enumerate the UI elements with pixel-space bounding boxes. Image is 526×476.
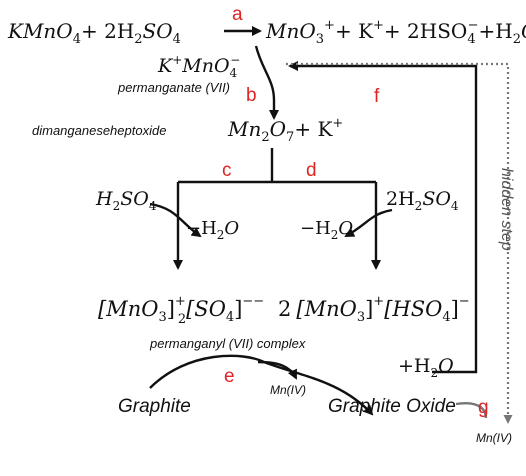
arrow-f xyxy=(288,61,478,374)
eq-reactants: KMnO4+ 2H2SO4 xyxy=(7,19,181,47)
step-c-label: c xyxy=(222,160,232,181)
kmno4-intermediate: K+MnO4− xyxy=(157,53,240,80)
hidden-step-label: hidden step xyxy=(498,168,515,251)
step-g-label: g xyxy=(478,397,489,418)
complex-left: [MnO3]+2[SO4]−− xyxy=(98,294,264,327)
permanganate-label: permanganate (VII) xyxy=(117,80,230,95)
mn-iv-mid-label: Mn(IV) xyxy=(270,383,306,397)
curve-left-arrow xyxy=(149,202,202,238)
mn-iv-branch-arrow xyxy=(257,360,298,380)
mn-iv-bottom-label: Mn(IV) xyxy=(476,431,512,445)
dimanganese-label: dimanganeseheptoxide xyxy=(32,123,166,138)
eq-products: MnO3++ K++ 2HSO4−+H2O xyxy=(265,18,526,47)
step-d-label: d xyxy=(306,160,317,181)
h2so4-text: + 2H xyxy=(81,19,134,43)
mn2o7-formula: Mn2O7+ K+ xyxy=(227,116,343,145)
graphite-label: Graphite xyxy=(118,396,191,417)
plus-h2o-bottom: +H2O xyxy=(398,355,454,380)
minus-h2o-right: −H2O xyxy=(300,218,353,242)
complex-right: 2[MnO3]+[HSO4]− xyxy=(278,294,470,325)
hidden-step-line xyxy=(286,62,513,424)
h2so4-right: 2H2SO4 xyxy=(386,188,459,213)
permanganyl-label: permanganyl (VII) complex xyxy=(149,336,306,351)
arrow-g xyxy=(455,402,488,419)
step-e-label: e xyxy=(224,366,235,387)
step-a-label: a xyxy=(232,4,243,25)
h2so4-left: H2SO4 xyxy=(95,188,157,213)
minus-h2o-left: −H2O xyxy=(186,218,239,242)
curve-right-arrow xyxy=(344,208,393,238)
arrow-b xyxy=(254,45,279,120)
graphite-oxide-label: Graphite Oxide xyxy=(328,396,456,417)
step-b-label: b xyxy=(246,85,257,106)
step-f-label: f xyxy=(374,86,380,107)
kmno4-text: KMnO xyxy=(7,19,73,43)
